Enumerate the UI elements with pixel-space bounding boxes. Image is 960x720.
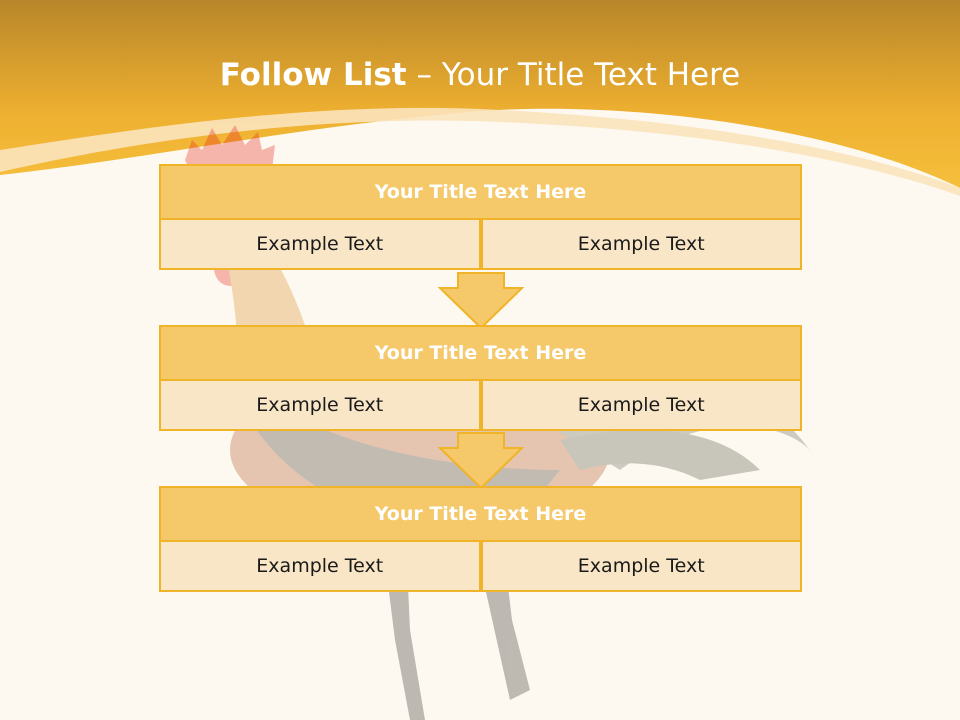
step-cell-right: Example Text <box>480 381 802 431</box>
slide-title: Follow List – Your Title Text Here <box>0 52 960 98</box>
step-block-3: Your Title Text Here Example Text Exampl… <box>159 486 802 592</box>
down-arrow-icon <box>438 432 524 490</box>
step-title: Your Title Text Here <box>159 486 802 542</box>
step-row: Example Text Example Text <box>159 542 802 592</box>
step-row: Example Text Example Text <box>159 381 802 431</box>
step-cell-right: Example Text <box>480 220 802 270</box>
step-cell-right: Example Text <box>480 542 802 592</box>
header-band <box>0 0 960 188</box>
step-block-2: Your Title Text Here Example Text Exampl… <box>159 325 802 431</box>
step-block-1: Your Title Text Here Example Text Exampl… <box>159 164 802 270</box>
title-regular-part: – Your Title Text Here <box>406 57 741 93</box>
step-cell-left: Example Text <box>159 220 481 270</box>
step-title: Your Title Text Here <box>159 325 802 381</box>
title-bold-part: Follow List <box>219 57 407 93</box>
step-cell-left: Example Text <box>159 542 481 592</box>
down-arrow-icon <box>438 272 524 330</box>
step-row: Example Text Example Text <box>159 220 802 270</box>
header-wave <box>0 107 960 196</box>
step-title: Your Title Text Here <box>159 164 802 220</box>
step-cell-left: Example Text <box>159 381 481 431</box>
